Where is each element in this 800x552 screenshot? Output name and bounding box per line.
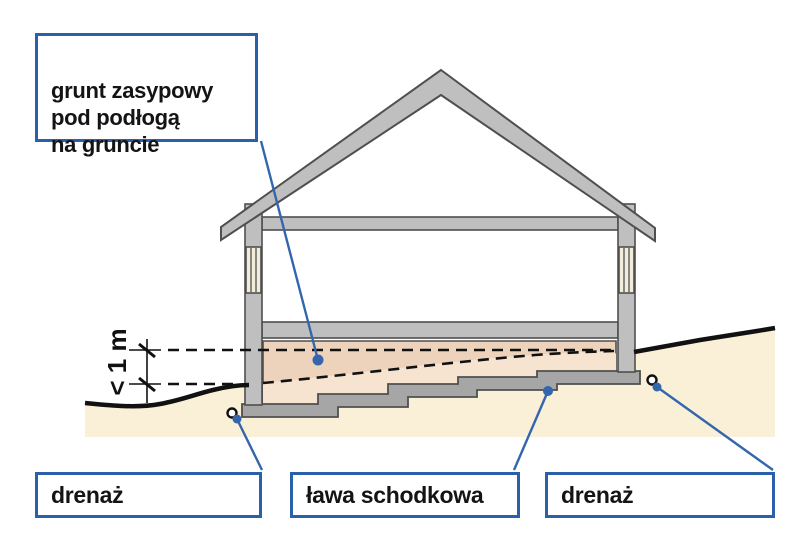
dimension-tick-upper <box>138 342 156 359</box>
left-window <box>245 246 262 294</box>
ground-line-left <box>84 382 250 409</box>
callout-box-stepped-footing: ława schodkowa <box>290 472 520 518</box>
callout-label-drain-left: drenaż <box>51 481 124 508</box>
roof <box>220 68 656 243</box>
leader-dot-drain-left <box>232 414 242 424</box>
callout-box-backfill: grunt zasypowy pod podłogą na gruncie <box>35 33 258 157</box>
leader-lines <box>235 140 774 471</box>
ground-line-right <box>633 325 776 355</box>
left-wall <box>244 203 263 406</box>
callout-box-drain-right: drenaż <box>545 472 775 518</box>
callout-box-drain-left: drenaż <box>35 472 262 518</box>
floor-slab <box>261 321 619 339</box>
dimension-label: < 1 m <box>101 328 132 396</box>
leader-line-drain-right <box>656 386 774 471</box>
dimension-tick-lower <box>138 376 156 393</box>
ceiling-slab <box>261 216 619 231</box>
right-window <box>618 246 635 294</box>
dashed-terrain-curve <box>262 349 615 385</box>
callout-label-stepped-footing: ława schodkowa <box>306 481 484 508</box>
leader-line-backfill <box>259 140 320 361</box>
stepped-footing-shape <box>241 370 641 418</box>
leader-dot-footing <box>543 386 553 396</box>
leader-dots <box>232 354 662 424</box>
leader-dot-backfill <box>312 354 324 366</box>
leader-line-footing <box>512 390 550 471</box>
backfill-lower-zone <box>263 351 616 404</box>
callout-label-drain-right: drenaż <box>561 481 634 508</box>
leader-line-drain-left <box>235 418 264 471</box>
dimension-lines <box>129 339 161 403</box>
callout-label-backfill: grunt zasypowy pod podłogą na gruncie <box>51 78 214 157</box>
drain-circle-right <box>646 374 658 386</box>
leader-dot-drain-right <box>652 382 662 392</box>
drain-circle-left <box>226 407 238 419</box>
